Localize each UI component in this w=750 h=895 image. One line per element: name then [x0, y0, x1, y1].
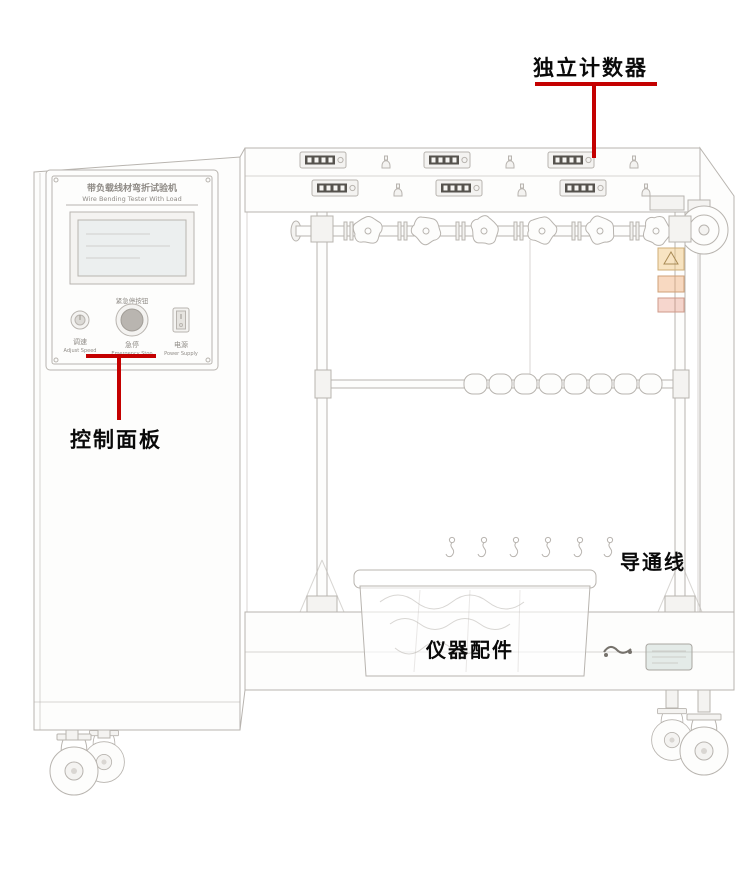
adjust-speed-knob	[70, 310, 90, 330]
s-hook	[445, 536, 456, 558]
conduction-wire-label: 导通线	[620, 550, 686, 574]
foam-rollers	[463, 373, 663, 395]
adjust-speed-label-en: Adjust Speed	[64, 348, 97, 354]
control-panel-pointer-line	[117, 358, 121, 420]
counter-unit	[547, 151, 595, 169]
emergency-stop-button	[115, 303, 149, 337]
instrument-accessories-label: 仪器配件	[426, 638, 514, 662]
power-switch	[172, 307, 190, 333]
control-panel: 带负载线材弯折试验机 Wire Bending Tester With Load…	[45, 169, 219, 371]
bending-cam	[642, 214, 673, 247]
bending-cam	[352, 216, 383, 244]
panel-title-en: Wire Bending Tester With Load	[82, 195, 181, 203]
power-label-en: Power Supply	[164, 351, 198, 357]
counter-unit	[299, 151, 347, 169]
control-panel-label: 控制面板	[70, 428, 162, 452]
control-cabinet: 带负载线材弯折试验机 Wire Bending Tester With Load…	[33, 156, 246, 741]
casters	[49, 689, 729, 796]
warning-sticker	[657, 275, 685, 293]
tray-contents	[379, 589, 525, 673]
panel-title-cn: 带负载线材弯折试验机	[87, 182, 177, 194]
shaft-collars	[343, 221, 640, 241]
s-hook	[541, 536, 552, 558]
counter-unit	[559, 179, 607, 197]
hmi-screen	[69, 211, 195, 285]
adjust-speed-label-cn: 调速	[73, 337, 87, 346]
s-hook	[603, 536, 614, 558]
control-panel-pointer-bar	[86, 354, 156, 358]
s-hook	[477, 536, 488, 558]
caster-wheel	[679, 713, 729, 776]
frame-posts	[299, 211, 703, 613]
counter-unit	[435, 179, 483, 197]
counter-unit	[423, 151, 471, 169]
cam-shaft	[290, 199, 729, 255]
panel-note: 紧急停按钮	[116, 296, 149, 305]
bending-cam	[467, 212, 503, 249]
roller-bar	[314, 240, 690, 399]
caster-wheel	[49, 733, 99, 796]
warning-sticker	[657, 297, 685, 313]
power-label-cn: 电源	[174, 340, 188, 349]
base-items	[603, 643, 693, 671]
bending-cam	[406, 209, 447, 250]
s-hook	[573, 536, 584, 558]
independent-counter-label: 独立计数器	[533, 56, 648, 80]
load-hooks	[445, 536, 614, 558]
counter-unit	[311, 179, 359, 197]
warning-stickers	[649, 195, 685, 313]
independent-counter-underline	[535, 82, 657, 86]
emergency-stop-label-cn: 急停	[125, 340, 139, 349]
s-hook	[509, 536, 520, 558]
accessory-tray	[353, 569, 597, 677]
independent-counter-pointer-line	[592, 86, 596, 158]
